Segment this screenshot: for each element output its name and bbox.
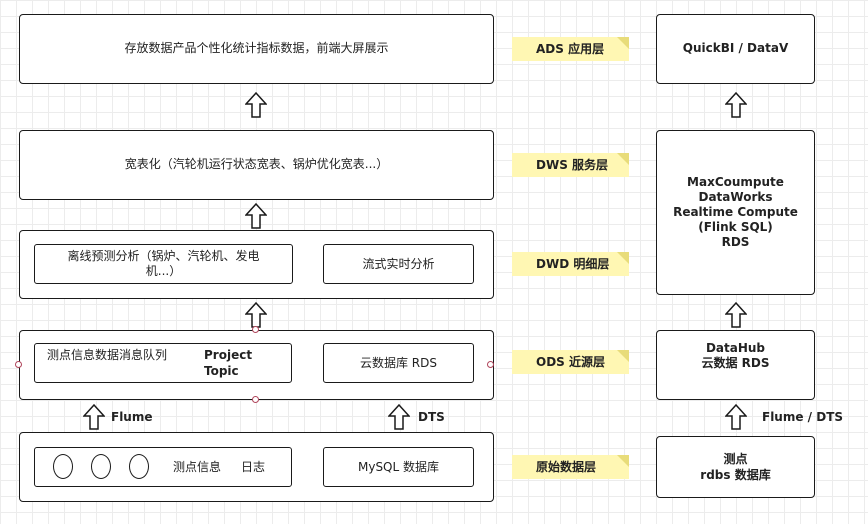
- up-arrow-icon: [725, 302, 747, 328]
- queue-topic: Topic: [204, 364, 239, 378]
- selection-handle[interactable]: [15, 361, 22, 368]
- message-queue-box: 测点信息数据消息队列 Project Topic: [34, 343, 292, 383]
- stream-analysis-box: 流式实时分析: [323, 244, 474, 284]
- offline-line2: 机...）: [145, 264, 182, 278]
- dws-box-text: 宽表化（汽轮机运行状态宽表、锅炉优化宽表...）: [124, 157, 389, 171]
- compute-line: RDS: [721, 235, 750, 249]
- flume-label: Flume: [111, 410, 153, 424]
- ads-layer-box: 存放数据产品个性化统计指标数据，前端大屏展示: [19, 14, 494, 84]
- data-point-icon: [53, 454, 73, 479]
- up-arrow-icon: [83, 404, 105, 430]
- sensor-log-box: 测点信息 日志: [34, 447, 292, 487]
- data-point-icon: [129, 454, 149, 479]
- quickbi-box: QuickBI / DataV: [656, 14, 815, 84]
- offline-line1: 离线预测分析（锅炉、汽轮机、发电: [67, 249, 260, 263]
- ads-layer-tag: ADS 应用层: [512, 37, 629, 61]
- rdbs-source-box: 测点 rdbs 数据库: [656, 436, 815, 498]
- up-arrow-icon: [725, 404, 747, 430]
- up-arrow-icon: [725, 92, 747, 118]
- data-point-icon: [91, 454, 111, 479]
- compute-line: MaxCoumpute: [687, 175, 784, 189]
- dts-label: DTS: [418, 410, 445, 424]
- flume-dts-label: Flume / DTS: [762, 410, 844, 424]
- offline-analysis-box: 离线预测分析（锅炉、汽轮机、发电 机...）: [34, 244, 293, 284]
- mysql-text: MySQL 数据库: [357, 460, 440, 474]
- selection-handle[interactable]: [487, 361, 494, 368]
- datahub-box: DataHub 云数据 RDS: [656, 330, 815, 400]
- compute-line: DataWorks: [698, 190, 773, 204]
- selection-handle[interactable]: [252, 326, 259, 333]
- source-layer-box: 测点信息 日志 MySQL 数据库: [19, 432, 494, 502]
- cloud-rds-box: 云数据库 RDS: [323, 343, 474, 383]
- rdbs-line1: 测点: [723, 452, 748, 466]
- rdbs-line2: rdbs 数据库: [700, 468, 771, 482]
- compute-box: MaxCoumpute DataWorks Realtime Compute (…: [656, 130, 815, 295]
- datahub-line2: 云数据 RDS: [701, 356, 770, 370]
- dws-layer-tag: DWS 服务层: [512, 153, 629, 177]
- ods-layer-box: 测点信息数据消息队列 Project Topic 云数据库 RDS: [19, 330, 494, 400]
- dws-layer-box: 宽表化（汽轮机运行状态宽表、锅炉优化宽表...）: [19, 130, 494, 200]
- queue-project: Project: [204, 348, 253, 362]
- dwd-layer-box: 离线预测分析（锅炉、汽轮机、发电 机...） 流式实时分析: [19, 230, 494, 299]
- log-text: 日志: [241, 460, 266, 474]
- up-arrow-icon: [245, 92, 267, 118]
- sensor-text: 测点信息: [173, 460, 222, 474]
- compute-line: (Flink SQL): [698, 220, 773, 234]
- up-arrow-icon: [245, 302, 267, 328]
- up-arrow-icon: [388, 404, 410, 430]
- compute-line: Realtime Compute: [673, 205, 798, 219]
- source-layer-tag: 原始数据层: [512, 455, 629, 479]
- message-queue-text: 测点信息数据消息队列: [47, 348, 168, 362]
- quickbi-text: QuickBI / DataV: [682, 41, 789, 55]
- datahub-line1: DataHub: [705, 341, 766, 355]
- ods-layer-tag: ODS 近源层: [512, 350, 629, 374]
- selection-handle[interactable]: [252, 396, 259, 403]
- mysql-box: MySQL 数据库: [323, 447, 474, 487]
- stream-analysis-text: 流式实时分析: [362, 257, 435, 271]
- cloud-rds-text: 云数据库 RDS: [359, 356, 437, 370]
- up-arrow-icon: [245, 203, 267, 229]
- ads-box-text: 存放数据产品个性化统计指标数据，前端大屏展示: [124, 41, 389, 55]
- dwd-layer-tag: DWD 明细层: [512, 252, 629, 276]
